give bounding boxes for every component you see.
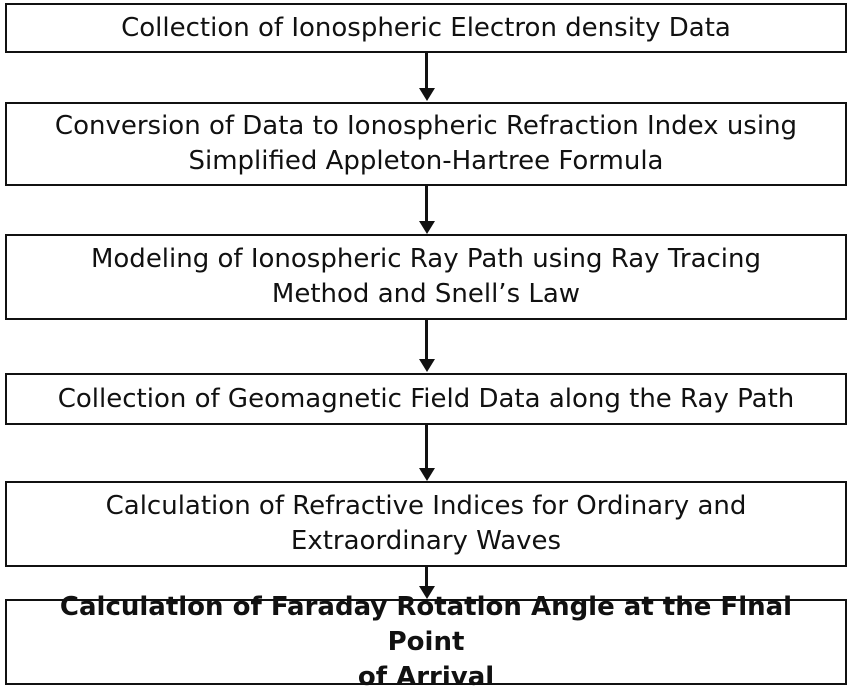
step-label: Collection of Geomagnetic Field Data alo… — [57, 383, 795, 414]
flow-arrow-1 — [419, 53, 435, 101]
step-box-refraction-index-conversion: Conversion of Data to Ionospheric Refrac… — [5, 102, 847, 186]
step-box-ray-path-modeling: Modeling of Ionospheric Ray Path using R… — [5, 234, 847, 320]
step-label: Calculation of Faraday Rotation Angle at… — [59, 591, 793, 692]
step-label: Conversion of Data to Ionospheric Refrac… — [54, 111, 798, 176]
flow-arrow-3 — [419, 320, 435, 372]
step-box-faraday-rotation-calculation: Calculation of Faraday Rotation Angle at… — [5, 592, 847, 692]
step-label: Calculation of Refractive Indices for Or… — [105, 491, 747, 556]
step-label: Collection of Ionospheric Electron densi… — [121, 12, 731, 43]
step-box-electron-density-collection: Collection of Ionospheric Electron densi… — [5, 3, 847, 53]
step-box-geomagnetic-data-collection: Collection of Geomagnetic Field Data alo… — [5, 373, 847, 425]
step-label: Modeling of Ionospheric Ray Path using R… — [90, 244, 762, 309]
step-box-refractive-indices-calculation: Calculation of Refractive Indices for Or… — [5, 481, 847, 567]
flow-arrow-2 — [419, 186, 435, 234]
flow-arrow-5 — [419, 567, 435, 599]
flow-arrow-4 — [419, 425, 435, 481]
